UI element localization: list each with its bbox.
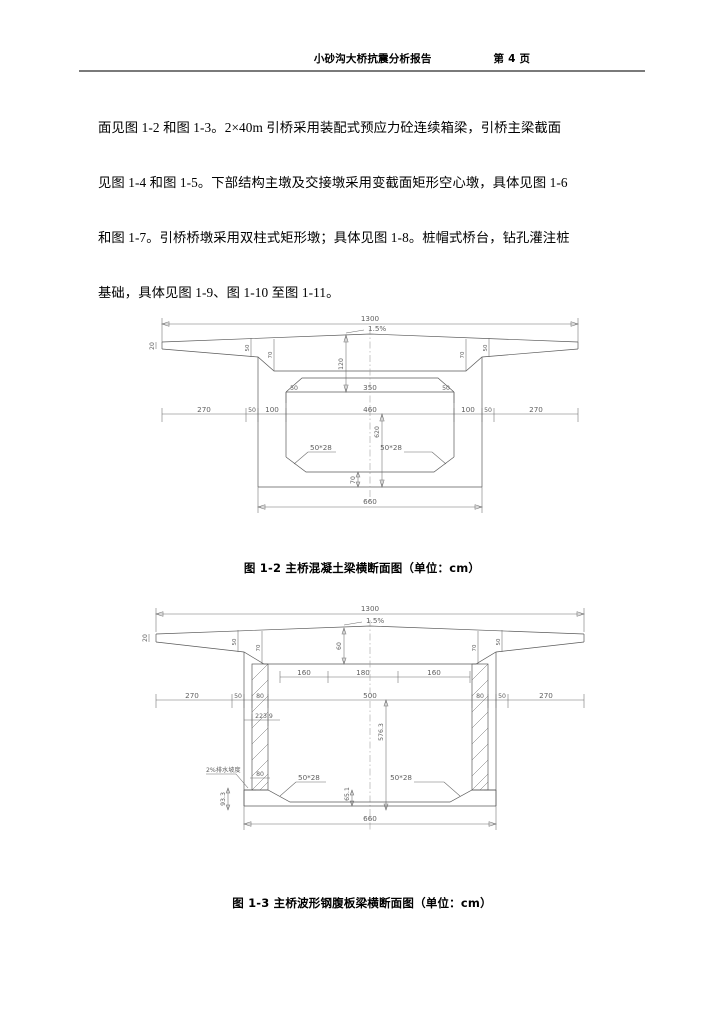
dim-label-crossfall: 1.5%	[366, 616, 384, 625]
dim-label-cantilever-right: 270	[539, 691, 553, 700]
callout-bottom-haunch-left: 50*28	[293, 443, 336, 465]
dim-label-web-right-80: 80	[476, 693, 484, 700]
dim-label-seg-left-50: 50	[248, 407, 256, 414]
dim-label-bottom-web-80: 80	[256, 771, 264, 778]
callout-bottom-haunch-right: 50*28	[380, 443, 447, 465]
dim-label-seg-right-50: 50	[498, 693, 506, 700]
dim-label-total-width: 1300	[361, 604, 380, 613]
dim-label-left-edge-thickness: 20	[142, 634, 149, 642]
dim-total-width: 1300	[155, 604, 585, 632]
dim-bottom-width: 660	[243, 806, 497, 830]
dim-left-edge-thickness: 20	[149, 342, 157, 350]
dim-label-left-haunch: 50	[245, 344, 251, 351]
dim-label-web-left-80: 80	[256, 693, 264, 700]
dim-label-seg-left-100: 100	[265, 405, 279, 414]
dim-center-depth: 120	[338, 334, 349, 393]
deck-outline	[155, 625, 585, 665]
dim-label-bottom-haunch-right: 50*28	[390, 773, 412, 782]
callout-bottom-haunch-right: 50*28	[390, 773, 461, 797]
figure-caption-1-2: 图 1-2 主桥混凝土梁横断面图（单位：cm）	[243, 561, 481, 575]
dim-left-haunch: 50	[245, 338, 252, 357]
dim-label-bottom-haunch-left: 50*28	[298, 773, 320, 782]
dim-label-top-seg-center: 180	[356, 668, 370, 677]
dim-label-bottom-width: 660	[363, 497, 377, 506]
dim-center-depth: 60	[336, 627, 347, 665]
dim-label-cantilever-right: 270	[529, 405, 543, 414]
dim-label-chamfer-right: 50	[442, 385, 450, 392]
dim-label-center-depth: 60	[336, 642, 343, 650]
dim-box-depth: 576.3	[378, 699, 389, 811]
dim-bottom-slab-thickness: 70	[350, 471, 361, 488]
dim-label-bottom-haunch-left: 50*28	[310, 443, 332, 452]
annotation-drainage-slope: 2%排水坡度	[206, 766, 249, 789]
dim-label-bottom-slab-thickness: 65.1	[344, 787, 351, 801]
dim-left-web-top: 70	[268, 339, 275, 371]
callout-bottom-haunch-left: 50*28	[279, 773, 326, 797]
dim-label-left-web-top: 70	[256, 644, 262, 651]
dim-right-haunch: 50	[496, 630, 503, 652]
dim-label-seg-right-100: 100	[461, 405, 475, 414]
dim-label-top-seg-left: 160	[297, 668, 311, 677]
paragraph-line: 和图 1-7。引桥桥墩采用双柱式矩形墩；具体见图 1-8。桩帽式桥台，钻孔灌注桩	[98, 230, 570, 245]
body-text: 面见图 1-2 和图 1-3。2×40m 引桥采用装配式预应力砼连续箱梁，引桥主…	[98, 100, 624, 320]
header-page-number: 第 4 页	[493, 53, 531, 65]
paragraph-line: 见图 1-4 和图 1-5。下部结构主墩及交接墩采用变截面矩形空心墩，具体见图 …	[98, 175, 568, 190]
dim-label-cantilever-left: 270	[185, 691, 199, 700]
dim-label-bottom-haunch-right: 50*28	[380, 443, 402, 452]
dim-label-chamfer-left: 50	[290, 385, 298, 392]
dim-label-top-seg-right: 160	[427, 668, 441, 677]
dim-label-left-web-top: 70	[268, 351, 274, 358]
dim-web-height: 223.9	[244, 713, 280, 726]
paragraph-line: 面见图 1-2 和图 1-3。2×40m 引桥采用装配式预应力砼连续箱梁，引桥主…	[98, 120, 562, 135]
dim-bottom-slab-thickness: 65.1	[344, 787, 355, 807]
dim-label-left-haunch: 50	[232, 638, 238, 645]
crossfall-marker: 1.5%	[345, 324, 386, 334]
dim-label-right-web-top: 70	[472, 644, 478, 651]
dim-label-box-depth: 620	[374, 426, 381, 438]
header-title: 小砂沟大桥抗震分析报告	[313, 53, 432, 65]
figure-concrete-box-girder-cross-section: 1300 1.5% 20	[149, 302, 590, 552]
dim-right-web-top: 70	[472, 631, 479, 664]
dim-run-top-slab: 160 180 160	[279, 668, 471, 683]
dim-left-haunch: 50	[232, 630, 239, 652]
dim-label-web-height: 223.9	[255, 713, 273, 720]
dim-label-seg-left-50: 50	[234, 693, 242, 700]
bottom-slab-outline	[243, 789, 497, 807]
dim-label-left-edge-thickness: 20	[149, 342, 156, 350]
dim-label-total-width: 1300	[361, 314, 380, 323]
dim-label-left-edge-depth: 93.3	[220, 792, 227, 806]
dim-left-web-top: 70	[256, 631, 263, 664]
dim-label-crossfall: 1.5%	[368, 324, 386, 333]
dim-box-depth: 620	[374, 413, 385, 488]
dim-right-haunch: 50	[483, 338, 490, 357]
dim-right-web-top: 70	[460, 339, 467, 371]
dim-label-right-haunch: 50	[496, 638, 502, 645]
annotation-label-drainage-slope: 2%排水坡度	[206, 766, 241, 774]
dim-left-edge-depth: 93.3	[220, 787, 231, 811]
crossfall-marker: 1.5%	[343, 616, 384, 626]
page-header: 小砂沟大桥抗震分析报告 第 4 页	[79, 48, 645, 74]
dim-label-center-depth: 120	[338, 358, 345, 370]
steel-web-right	[471, 663, 489, 791]
dim-label-right-haunch: 50	[483, 344, 489, 351]
dim-label-box-depth: 576.3	[378, 723, 385, 741]
dim-label-bottom-slab-thickness: 70	[350, 476, 357, 484]
dim-label-box-width: 500	[363, 691, 377, 700]
dim-label-cantilever-left: 270	[197, 405, 211, 414]
figure-caption-1-3: 图 1-3 主桥波形钢腹板梁横断面图（单位：cm）	[232, 896, 492, 910]
dim-label-bottom-width: 660	[363, 814, 377, 823]
dim-total-width: 1300	[161, 314, 579, 342]
dim-left-edge-thickness: 20	[142, 634, 150, 642]
dim-run-widths: 270 50 80 500 80 50 270	[155, 691, 585, 708]
paragraph-line: 基础，具体见图 1-9、图 1-10 至图 1-11。	[98, 285, 340, 300]
dim-bottom-web-80: 80	[250, 771, 270, 779]
header-divider	[79, 70, 645, 72]
figure-corrugated-steel-web-girder-cross-section: 1300 1.5% 20 50	[140, 592, 600, 872]
dim-label-right-web-top: 70	[460, 351, 466, 358]
dim-label-seg-right-50: 50	[484, 407, 492, 414]
dim-bottom-width: 660	[257, 487, 483, 513]
